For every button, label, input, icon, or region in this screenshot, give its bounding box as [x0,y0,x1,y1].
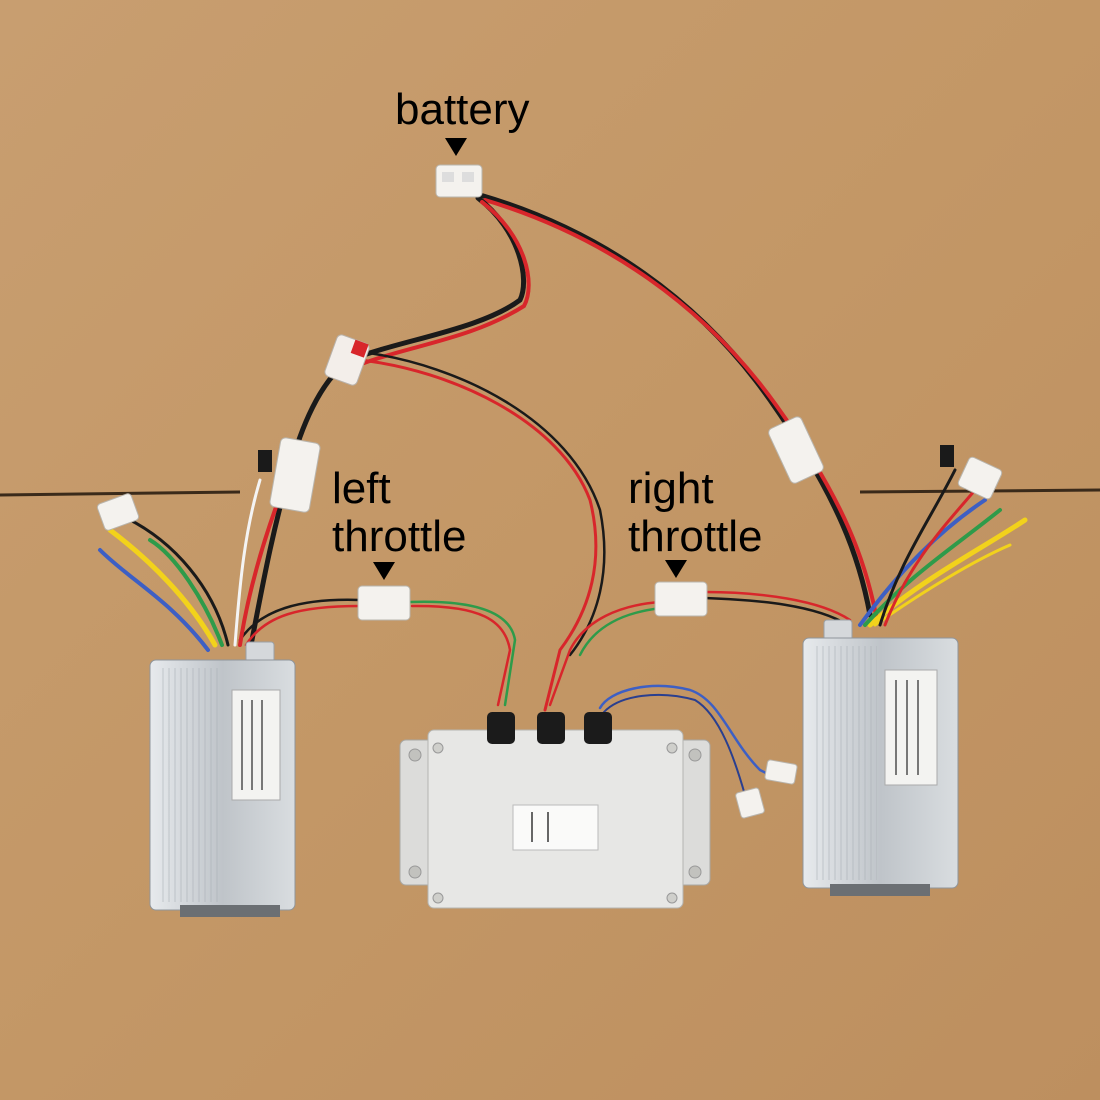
left-harness-connector [96,450,272,531]
left-throttle-connector [357,585,411,621]
left-power-connector [269,437,321,513]
right-throttle-label: right throttle [628,464,763,561]
right-throttle-connector [654,581,708,617]
fuse-holder [324,334,370,386]
battery-arrow-icon [445,138,467,156]
right-harness-connector [940,445,1003,500]
battery-connector [435,164,483,198]
right-power-connector [768,416,824,484]
right-throttle-arrow-icon [665,560,687,578]
left-throttle-label: left throttle [332,464,467,561]
receiver-control-box [399,712,711,909]
right-motor-controller [802,619,959,896]
left-motor-controller [149,641,296,917]
cardboard-fold-left [0,490,241,497]
wiring [98,192,1028,796]
left-throttle-arrow-icon [373,562,395,580]
battery-label: battery [395,85,530,134]
antenna-plugs [735,759,798,819]
